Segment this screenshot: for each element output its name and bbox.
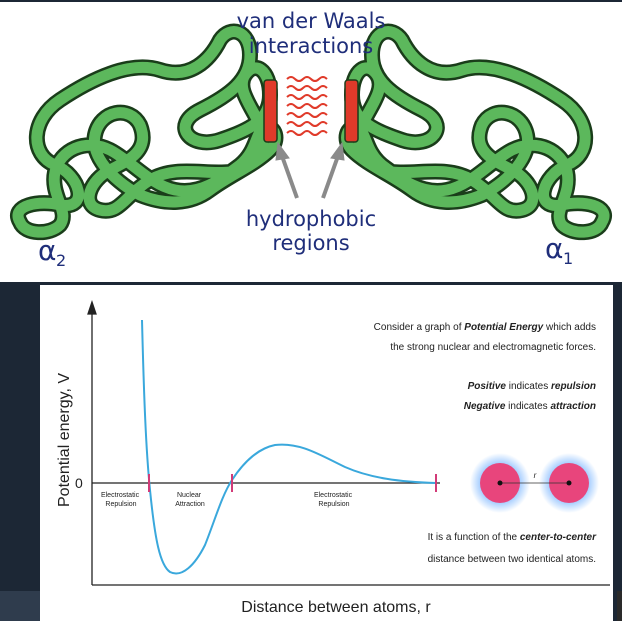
alpha1-chain [341, 26, 610, 238]
hydrophobic-arrows [275, 141, 345, 199]
potential-curve [141, 319, 437, 575]
hydrophobic-label-line1: hydrophobic [246, 207, 376, 231]
negative-note: Negative indicates attraction [464, 401, 596, 412]
graph-panel [40, 285, 613, 591]
atoms-diagram: r [470, 453, 599, 513]
alpha1-label: α [545, 232, 563, 265]
alpha1-subscript: 1 [563, 249, 573, 268]
distance-r-label: r [534, 471, 537, 480]
function-note-line2: distance between two identical atoms. [428, 554, 596, 565]
graph-footer-panel [40, 591, 613, 621]
protein-alpha2 [10, 23, 284, 241]
alpha2-label: α [38, 234, 56, 267]
atom-right-center [566, 480, 572, 486]
atom-left-center [497, 480, 503, 486]
function-note-line1: It is a function of the center-to-center [428, 532, 598, 543]
region-nuclear-attraction: Nuclear Attraction [175, 492, 205, 508]
alpha2-chain [12, 26, 281, 238]
protein-alpha1 [338, 23, 612, 241]
vdw-label-line1: van der Waals [237, 9, 386, 33]
zero-label: 0 [75, 475, 83, 491]
vdw-squiggles [286, 76, 328, 136]
dark-corner [0, 591, 40, 621]
alpha1-hydrophobic-patch [344, 79, 359, 143]
region-markers [148, 474, 437, 492]
note-line2: the strong nuclear and electromagnetic f… [390, 342, 596, 353]
x-axis-label: Distance between atoms, r [241, 599, 431, 616]
dark-edge [617, 591, 622, 621]
alpha2-subscript: 2 [56, 251, 66, 270]
positive-note: Positive indicates repulsion [468, 381, 596, 392]
region-electrostatic-right: Electrostatic Repulsion [314, 492, 354, 508]
region-electrostatic-left: Electrostatic Repulsion [101, 492, 141, 508]
y-axis-label: Potential energy, V [56, 373, 73, 507]
hydrophobic-label-line2: regions [272, 231, 349, 255]
vdw-label-line2: interactions [249, 34, 374, 58]
note-line1: Consider a graph of Potential Energy whi… [374, 322, 596, 333]
alpha2-hydrophobic-patch [263, 79, 278, 143]
